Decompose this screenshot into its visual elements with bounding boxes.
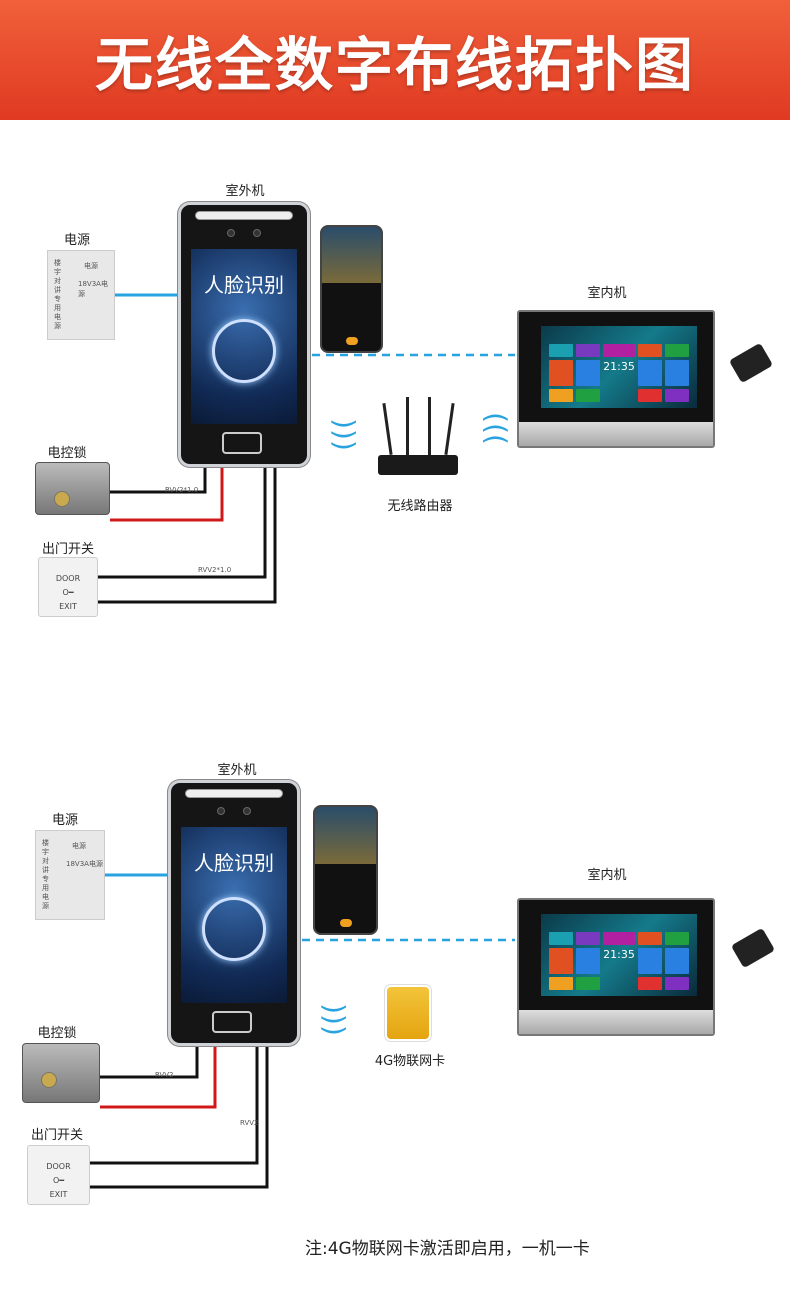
sim-card-icon <box>385 985 431 1041</box>
wifi-icon: ))) <box>317 1003 351 1036</box>
indoor-monitor: 21:35 <box>517 310 715 448</box>
face-icon <box>212 318 276 383</box>
power-supply: 楼宇对讲专用电源 电源 18V3A电源 <box>35 830 105 920</box>
outdoor-unit-label: 室外机 <box>225 184 265 199</box>
screen-text: 人脸识别 <box>194 851 274 875</box>
indoor-unit-label: 室内机 <box>587 286 627 301</box>
face-icon <box>202 897 266 962</box>
indoor-unit-label: 室内机 <box>587 868 627 883</box>
router-label: 无线路由器 <box>387 499 453 514</box>
smartphone <box>313 805 378 935</box>
outdoor-unit: 人脸识别 <box>178 202 310 467</box>
wireless-router <box>378 397 458 475</box>
lock-wire-black-2 <box>100 1047 199 1079</box>
wire-label: RVV2 <box>155 1071 174 1079</box>
power-label: 电源 <box>63 233 91 248</box>
outdoor-unit: 人脸识别 <box>168 780 300 1046</box>
card-reader-icon <box>212 1011 252 1033</box>
power-supply: 楼宇对讲专用电源 电源 18V3A电源 <box>47 250 115 340</box>
footnote: 注:4G物联网卡激活即启用，一机一卡 <box>305 1239 590 1259</box>
exit-switch-label: 出门开关 <box>30 1128 84 1143</box>
switch-wire-2a <box>90 1047 259 1165</box>
switch-wire-1a <box>98 468 267 579</box>
switch-wire-2b <box>90 1047 269 1189</box>
wifi-icon: ))) <box>477 412 511 445</box>
wire-label: RVV2 <box>240 1119 259 1127</box>
electric-lock <box>35 462 110 515</box>
sim-label: 4G物联网卡 <box>374 1054 446 1069</box>
wire-label: RVV2*1.0 <box>165 486 199 494</box>
screen-text: 人脸识别 <box>204 273 284 297</box>
outdoor-unit-label: 室外机 <box>217 763 257 778</box>
electric-lock <box>22 1043 100 1103</box>
card-reader-icon <box>222 432 262 454</box>
header-banner: 无线全数字布线拓扑图 <box>0 0 790 120</box>
power-label: 电源 <box>51 813 79 828</box>
lock-wire-red-2 <box>100 1047 217 1109</box>
lock-wire-red-1 <box>110 468 224 522</box>
page-title: 无线全数字布线拓扑图 <box>94 31 695 99</box>
switch-wire-1b <box>98 468 277 604</box>
exit-switch-label: 出门开关 <box>41 542 95 557</box>
smartphone <box>320 225 383 353</box>
wifi-icon: ))) <box>327 418 361 451</box>
lock-label: 电控锁 <box>37 1026 77 1041</box>
wire-label: RVV2*1.0 <box>198 566 232 574</box>
indoor-monitor: 21:35 <box>517 898 715 1036</box>
lock-label: 电控锁 <box>47 446 87 461</box>
lock-wire-black-1 <box>110 468 207 494</box>
